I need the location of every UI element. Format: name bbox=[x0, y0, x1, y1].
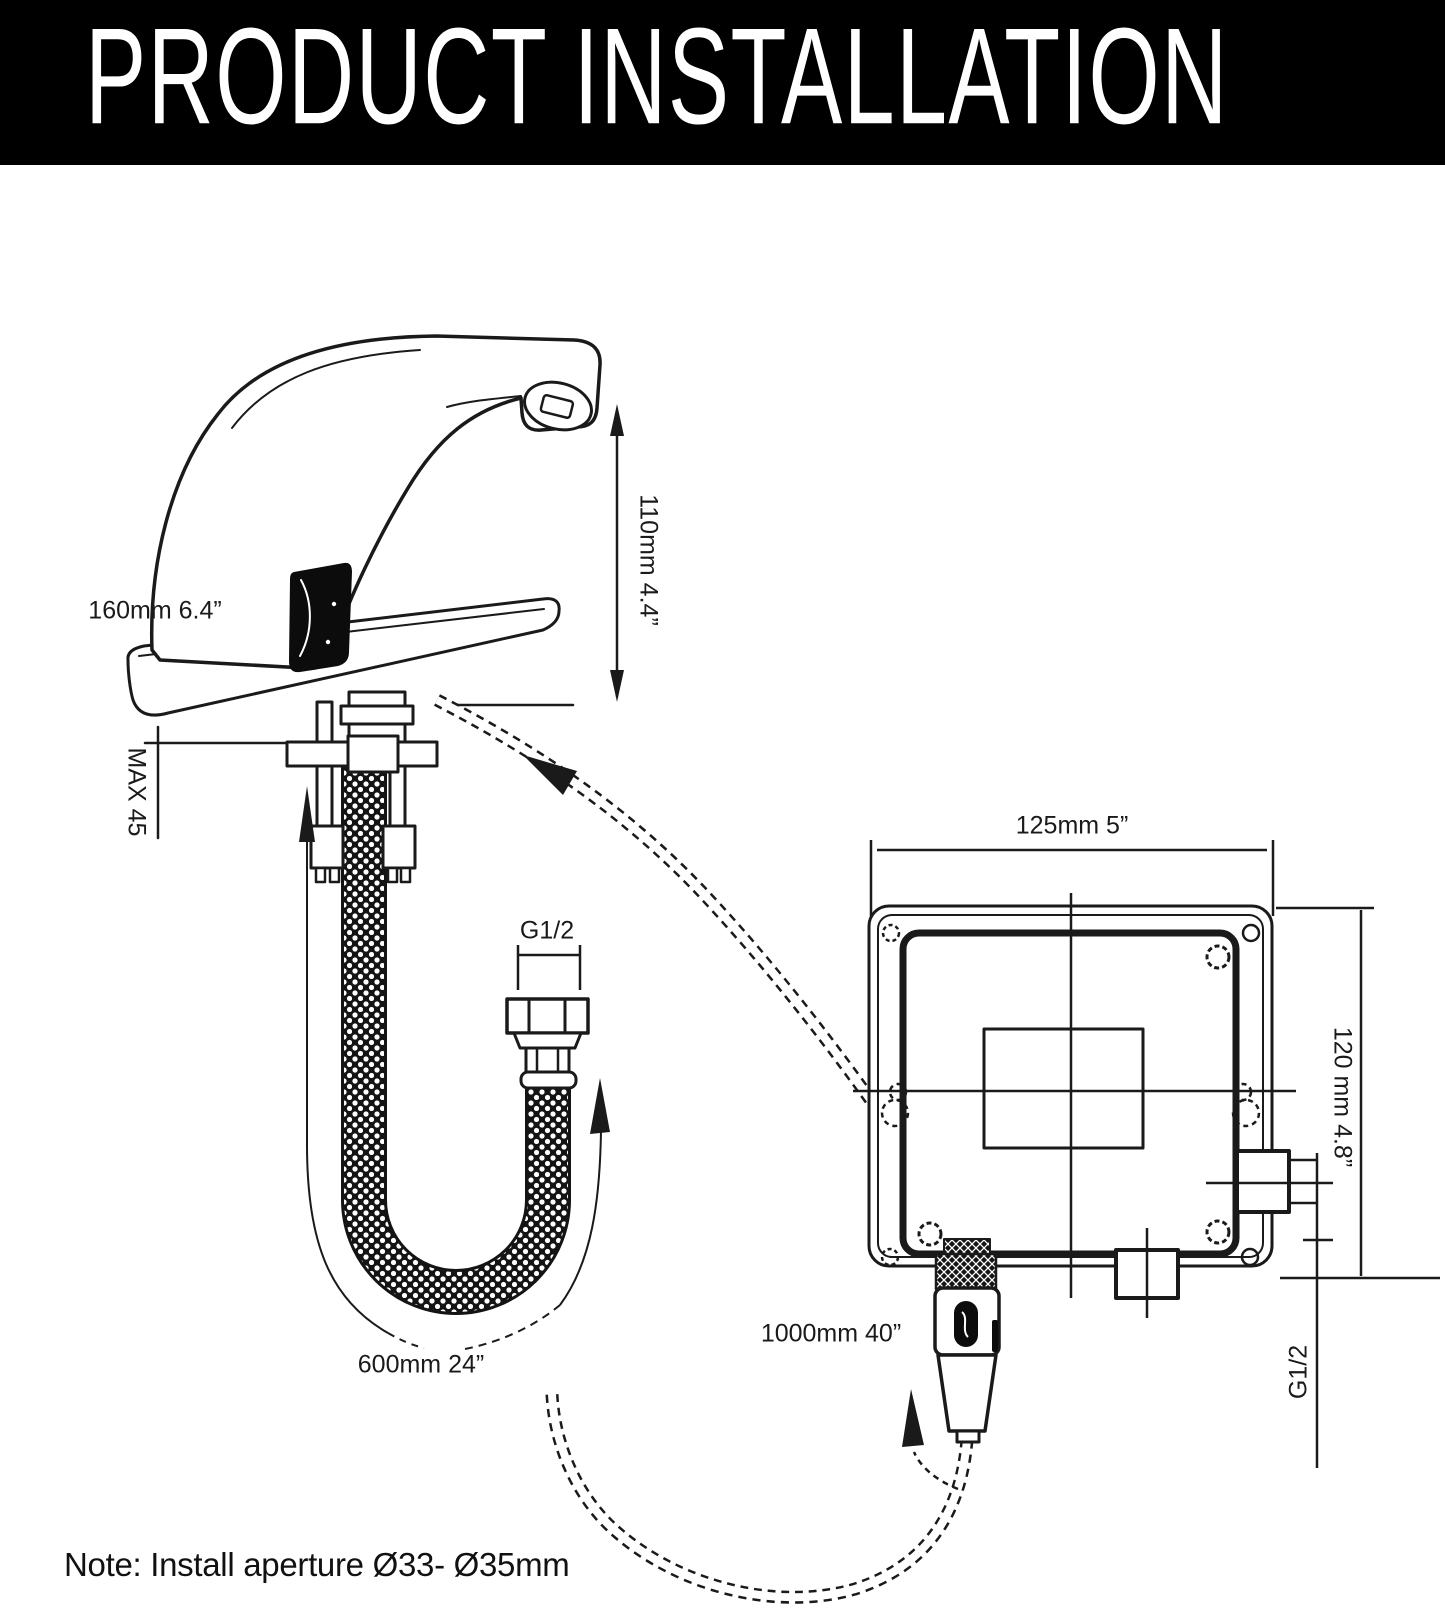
hose-connector bbox=[505, 945, 590, 1090]
control-box-drawing bbox=[853, 840, 1440, 1468]
sensor-window bbox=[289, 562, 352, 673]
hose-length-label: 600mm 24” bbox=[357, 1350, 485, 1379]
direction-arrows bbox=[299, 786, 959, 1491]
box-height-label: 120 mm 4.8” bbox=[1328, 1026, 1357, 1168]
install-note: Note: Install aperture Ø33- Ø35mm bbox=[64, 1546, 570, 1583]
mounting-hardware bbox=[285, 690, 571, 1315]
faucet-drawing bbox=[126, 334, 624, 840]
plate-width-label: 160mm 6.4” bbox=[88, 596, 222, 625]
hose-thread-label: G1/2 bbox=[519, 916, 575, 945]
page-title: PRODUCT INSTALLATION bbox=[85, 0, 1229, 153]
header-bar: PRODUCT INSTALLATION bbox=[0, 0, 1445, 165]
cable-direction-arrow bbox=[523, 755, 577, 795]
faucet-height-label: 110mm 4.4” bbox=[634, 494, 663, 626]
box-width-label: 125mm 5” bbox=[1015, 811, 1129, 840]
outlet-thread-label: G1/2 bbox=[1284, 1344, 1313, 1400]
cable-length-label: 1000mm 40” bbox=[760, 1319, 902, 1348]
max-thickness-label: MAX 45 bbox=[122, 747, 151, 837]
sensor-plug bbox=[933, 1238, 1001, 1444]
